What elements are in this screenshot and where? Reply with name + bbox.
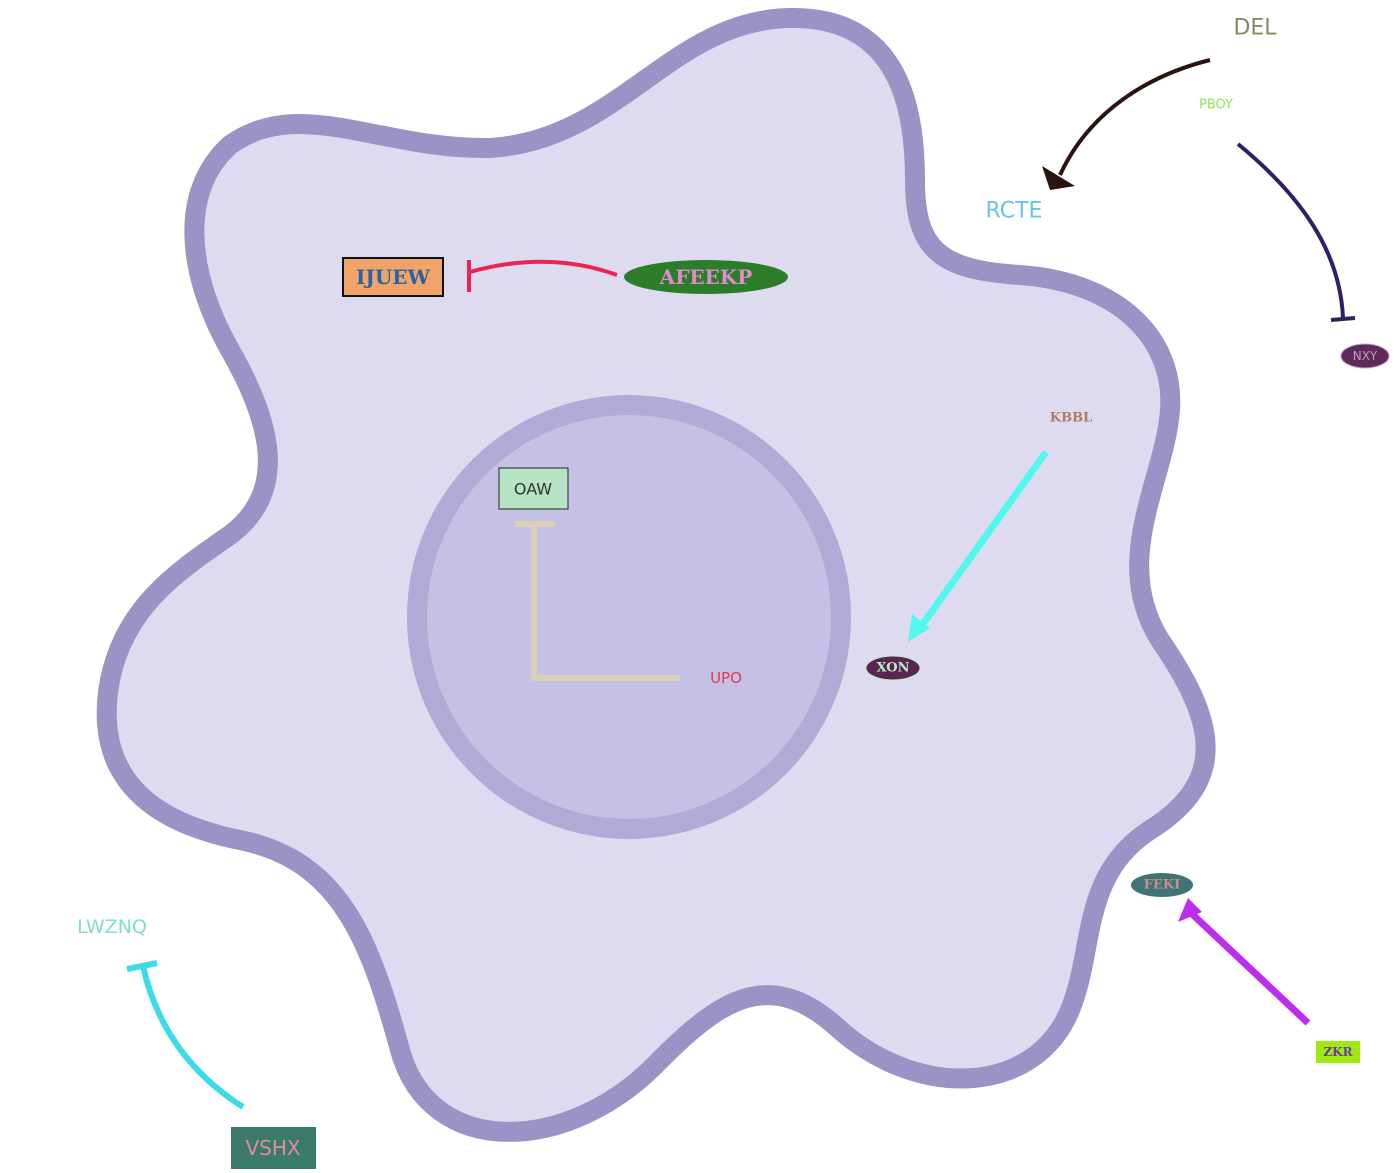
inhibit-bar-nxy [1330,316,1356,322]
node-label-afeekp: AFEEKP [659,265,753,289]
node-label-upo: UPO [710,669,742,687]
arrowhead-zkr-feki [1178,898,1202,922]
edge-kbbl-xon [908,449,1049,642]
node-kbbl: KBBL [1050,411,1092,426]
node-afeekp: AFEEKP [624,260,788,294]
edge-pboy-nxy [1236,142,1356,322]
node-label-ijuew: IJUEW [356,265,431,289]
node-feki: FEKI [1131,873,1193,897]
node-nxy: NXY [1340,343,1390,369]
node-label-oaw: OAW [514,480,552,499]
edge-upo-oaw [515,521,680,681]
node-label-feki: FEKI [1144,878,1181,893]
node-xon: XON [865,655,921,681]
edge-del-rcte [1042,58,1211,190]
edge-zkr-feki [1178,898,1311,1026]
node-pboy: PBOY [1199,98,1233,113]
node-label-pboy: PBOY [1199,98,1233,113]
node-oaw: OAW [498,467,569,510]
node-label-zkr: ZKR [1323,1045,1353,1059]
node-label-xon: XON [876,661,909,676]
node-upo: UPO [710,669,742,687]
node-lwznq: LWZNQ [77,916,147,938]
node-ijuew: IJUEW [342,257,444,297]
node-label-nxy: NXY [1353,349,1378,363]
node-label-vshx: VSHX [245,1136,300,1160]
edge-afeekp-ijuew [467,259,618,292]
node-label-del: DEL [1233,16,1277,41]
node-label-rcte: RCTE [986,199,1043,224]
arrowhead-del-rcte [1042,166,1075,190]
edge-vshx-lwznq [126,960,245,1110]
arrowhead-kbbl-xon [908,614,930,642]
node-vshx: VSHX [231,1127,316,1169]
node-label-kbbl: KBBL [1050,411,1092,426]
inhibit-bar-lwznq [126,960,158,972]
node-zkr: ZKR [1316,1041,1360,1063]
nucleus [407,395,851,839]
node-rcte: RCTE [986,199,1043,224]
node-label-lwznq: LWZNQ [77,916,147,938]
node-del: DEL [1233,16,1277,41]
